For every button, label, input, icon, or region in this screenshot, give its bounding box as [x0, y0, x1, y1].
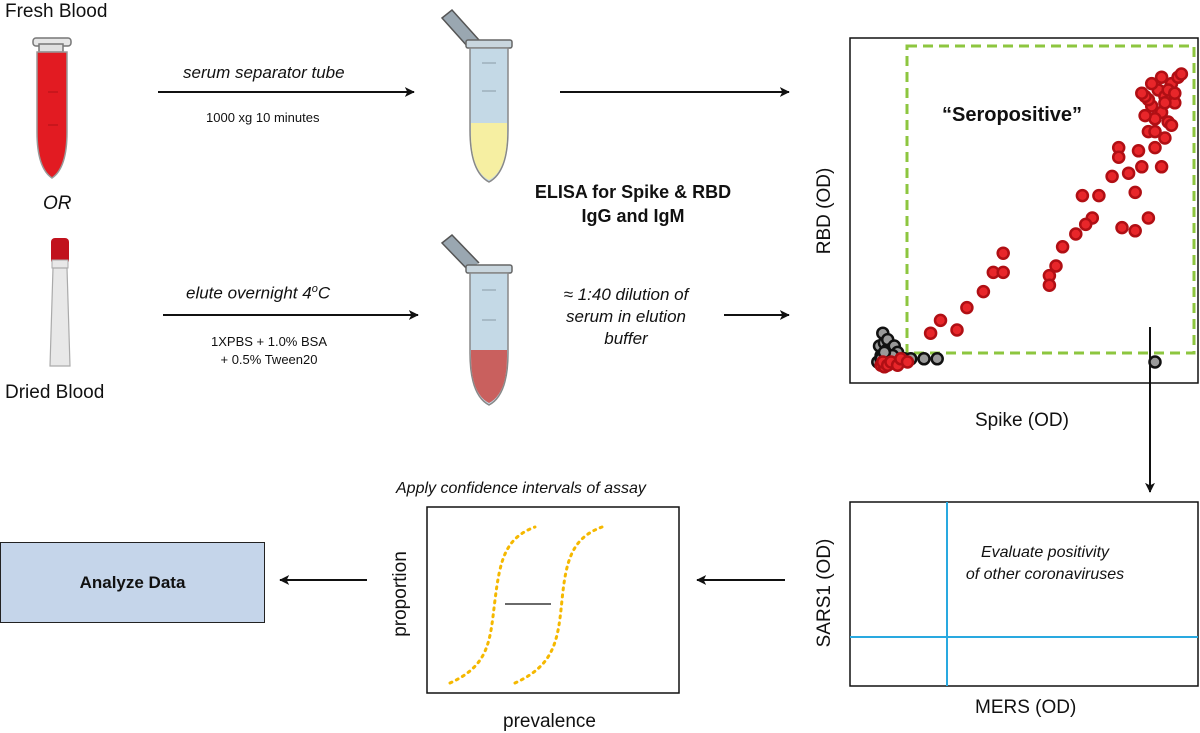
positive-point — [1159, 97, 1170, 108]
serum-tube-icon — [442, 10, 512, 182]
positive-point — [1156, 161, 1167, 172]
positive-point — [935, 315, 946, 326]
seropositive-gate — [907, 46, 1194, 353]
positive-point — [1117, 222, 1128, 233]
positive-point — [1070, 229, 1081, 240]
positive-point — [1176, 69, 1187, 80]
positive-point — [1143, 213, 1154, 224]
positive-point — [902, 357, 913, 368]
positive-point — [1093, 190, 1104, 201]
positive-point — [1107, 171, 1118, 182]
positive-point — [1113, 152, 1124, 163]
positive-point — [1130, 225, 1141, 236]
positive-point — [1133, 145, 1144, 156]
positive-point — [1166, 120, 1177, 131]
positive-point — [1077, 190, 1088, 201]
positive-point — [952, 325, 963, 336]
positive-point — [1136, 161, 1147, 172]
positive-point — [1146, 78, 1157, 89]
positive-point — [1080, 219, 1091, 230]
fresh-blood-tube-icon — [33, 38, 71, 178]
positive-point — [998, 267, 1009, 278]
dried-blood-swab-icon — [50, 238, 70, 366]
positive-point — [961, 302, 972, 313]
sars-mers-plot-frame — [850, 502, 1198, 686]
positive-point — [1136, 88, 1147, 99]
scatter-points — [872, 69, 1187, 373]
positive-point — [1169, 88, 1180, 99]
negative-point — [932, 353, 943, 364]
negative-point — [919, 353, 930, 364]
lower-sigmoid-curve — [450, 527, 535, 683]
upper-sigmoid-curve — [515, 527, 602, 683]
confidence-plot-frame — [427, 507, 679, 693]
positive-point — [978, 286, 989, 297]
negative-point — [1150, 357, 1161, 368]
positive-point — [1150, 126, 1161, 137]
positive-point — [1130, 187, 1141, 198]
positive-point — [998, 248, 1009, 259]
eluate-tube-icon — [442, 235, 512, 405]
positive-point — [1150, 142, 1161, 153]
positive-point — [1044, 280, 1055, 291]
positive-point — [1051, 261, 1062, 272]
positive-point — [1123, 168, 1134, 179]
positive-point — [925, 328, 936, 339]
positive-point — [1140, 110, 1151, 121]
positive-point — [1057, 241, 1068, 252]
